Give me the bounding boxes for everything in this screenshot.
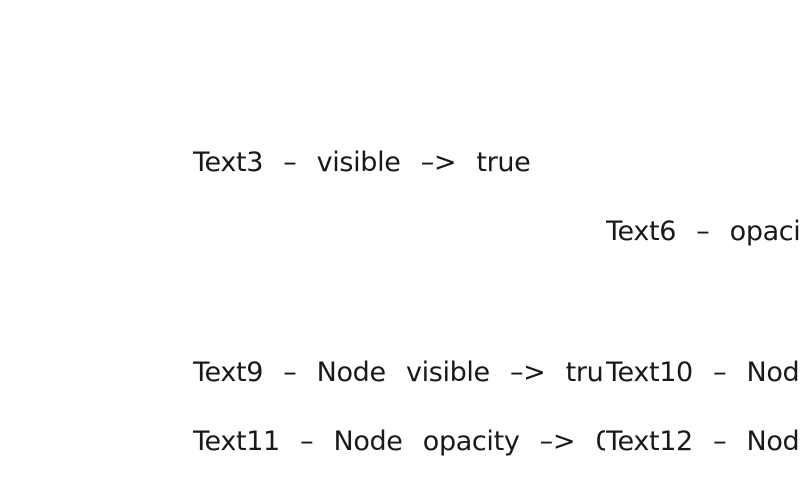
text6-label: Text6 – opaci: [606, 216, 800, 247]
text9-label: Text9 – Node visible –> true: [193, 357, 605, 388]
text12-label: Text12 – Node: [606, 426, 800, 457]
text10-label: Text10 – Node: [606, 357, 800, 388]
text11-label: Text11 – Node opacity –> 0: [193, 426, 605, 457]
text3-label: Text3 – visible –> true: [193, 147, 531, 178]
